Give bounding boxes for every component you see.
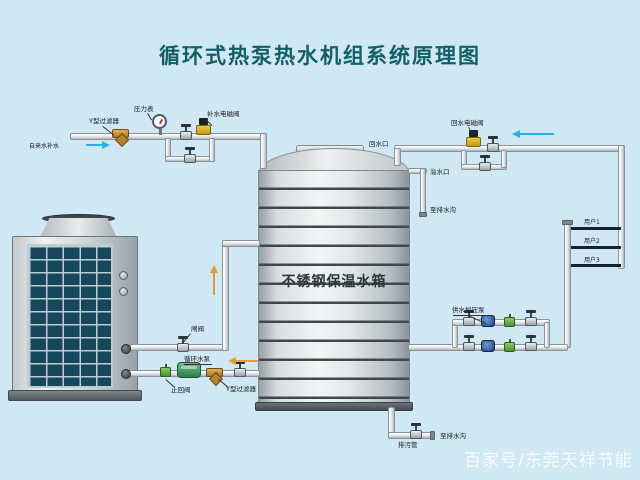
heat-pump-coil-grille xyxy=(27,244,113,388)
return-solenoid-valve xyxy=(466,137,481,147)
heat-pump-knob xyxy=(119,287,128,296)
y-strainer-top xyxy=(112,129,129,138)
tank-base xyxy=(255,402,413,411)
makeup-bypass-valve xyxy=(184,154,196,163)
user2-branch-pipe xyxy=(571,246,621,249)
label-y-strainer-top: Y型过滤器 xyxy=(89,117,119,125)
pipe xyxy=(618,145,625,269)
pump-check-valve-1 xyxy=(504,317,515,327)
user3-branch-pipe xyxy=(571,264,621,267)
label-overflow-port: 溢水口 xyxy=(430,168,450,176)
blowdown-valve xyxy=(410,430,422,439)
pressure-gauge xyxy=(152,114,167,129)
overflow-outlet xyxy=(419,212,427,217)
heat-pump-fan-shroud xyxy=(39,218,118,238)
pump-branch-valve xyxy=(525,317,537,326)
pipe xyxy=(209,138,215,162)
y-strainer-bottom xyxy=(206,368,223,377)
label-blowdown-pipe: 排污管 xyxy=(398,441,418,449)
circulation-line-valve xyxy=(234,368,246,377)
pipe xyxy=(501,150,507,168)
pipe xyxy=(394,145,625,152)
page-title: 循环式热泵热水机组系统原理图 xyxy=(159,44,481,68)
pipe xyxy=(222,240,260,247)
tank-body xyxy=(258,170,410,406)
pump-branch-valve xyxy=(463,342,475,351)
pump-branch-valve xyxy=(463,317,475,326)
flow-arrow-left-icon xyxy=(228,357,258,365)
label-y-strainer-bottom: Y型过滤器 xyxy=(226,385,256,393)
label-gate-valve: 闸阀 xyxy=(191,325,204,333)
pipe-cap xyxy=(562,220,573,225)
label-user3: 用户3 xyxy=(584,257,600,264)
watermark: 百家号/东莞天祥节能 xyxy=(464,451,633,471)
flow-arrow-left-icon xyxy=(512,130,554,138)
label-user1: 用户1 xyxy=(584,219,600,226)
leader-line xyxy=(147,113,152,121)
return-solenoid-coil xyxy=(469,130,478,137)
drain-outlet xyxy=(430,431,435,440)
heat-pump-knob xyxy=(119,271,128,280)
label-return-solenoid: 回水电磁阀 xyxy=(451,119,484,127)
pipe xyxy=(544,322,550,348)
leader-line xyxy=(453,315,487,316)
pipe xyxy=(420,168,426,216)
supply-pressure-pump-2 xyxy=(481,340,495,352)
label-overflow-to-drain: 至排水沟 xyxy=(430,206,456,214)
label-circulation-pump: 循环水泵 xyxy=(184,355,210,363)
label-tap-water: 自来水补水 xyxy=(29,143,60,150)
label-makeup-solenoid: 补水电磁阀 xyxy=(207,110,240,118)
flow-arrow-up-icon xyxy=(210,265,218,295)
heat-pump-inlet-connector xyxy=(121,369,131,379)
label-check-valve: 止回阀 xyxy=(171,386,191,394)
label-user2: 用户2 xyxy=(584,238,600,245)
return-bypass-valve xyxy=(479,162,491,171)
label-return-port: 回水口 xyxy=(369,140,389,148)
circulation-pump xyxy=(177,362,201,378)
makeup-solenoid-valve xyxy=(196,125,211,135)
label-blowdown-to-drain: 至排水沟 xyxy=(440,432,466,440)
leader-line xyxy=(184,364,212,365)
makeup-solenoid-coil xyxy=(199,118,208,125)
flow-arrow-right-icon xyxy=(86,141,110,149)
makeup-line-valve xyxy=(180,131,192,140)
pipe xyxy=(394,148,401,166)
pump-check-valve-2 xyxy=(504,342,515,352)
user1-branch-pipe xyxy=(571,227,621,230)
gate-valve xyxy=(177,343,189,352)
pipe xyxy=(260,133,267,169)
pipe xyxy=(408,168,427,174)
pipe xyxy=(222,240,229,351)
gauge-stem xyxy=(159,129,162,135)
check-valve xyxy=(160,367,171,377)
return-line-valve xyxy=(487,143,499,152)
pipe xyxy=(564,224,571,348)
heat-pump-outlet-connector xyxy=(121,344,131,354)
pump-branch-valve xyxy=(525,342,537,351)
label-pressure-gauge: 压力表 xyxy=(134,105,154,113)
heat-pump-base xyxy=(8,390,142,401)
tank-label: 不锈钢保温水箱 xyxy=(281,274,387,290)
label-supply-pressure-pump: 供水加压泵 xyxy=(452,306,485,314)
